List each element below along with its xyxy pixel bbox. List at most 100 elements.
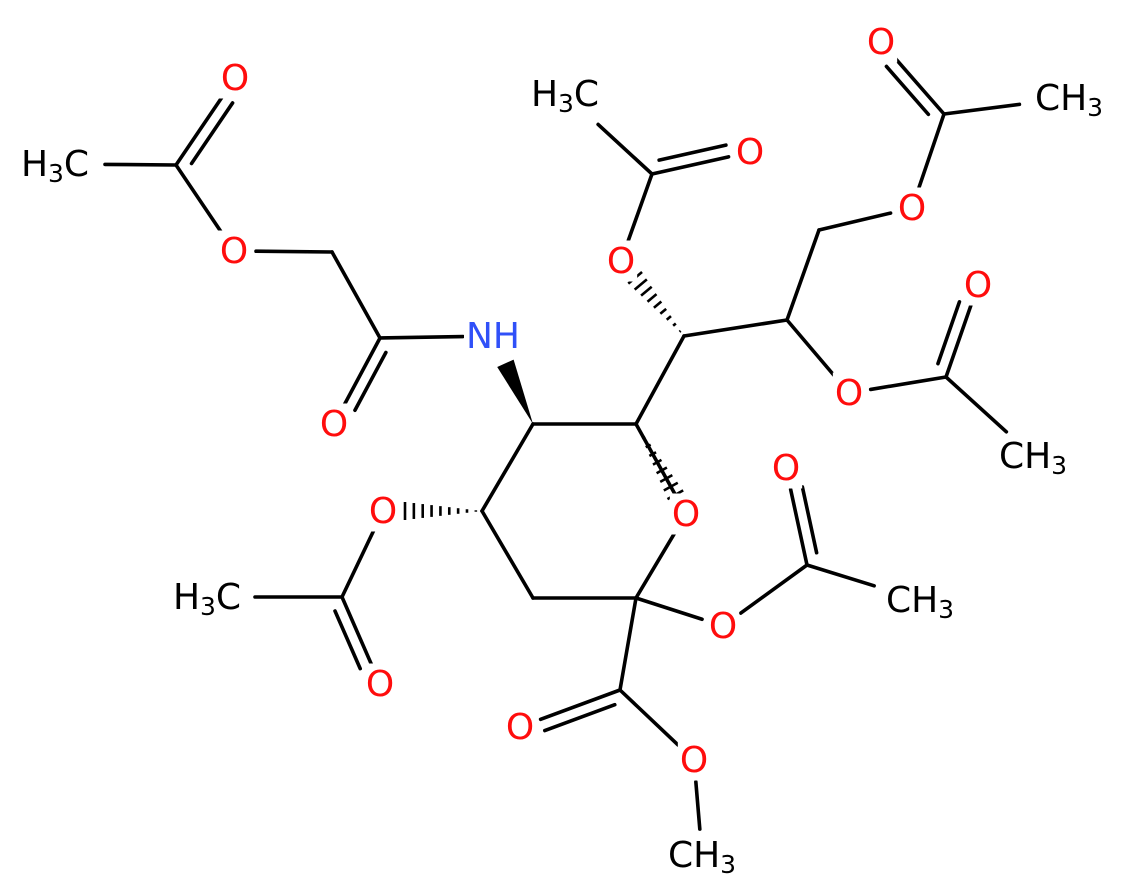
atom-symbol: CH <box>999 436 1051 477</box>
atom-symbol: O <box>736 132 764 173</box>
double-bond-line <box>174 94 225 167</box>
atom-label-nh-amide: NH <box>466 316 520 357</box>
hash-stroke <box>659 307 668 315</box>
atom-label-o-ac1-ester: O <box>220 231 248 272</box>
single-bond <box>942 102 1022 116</box>
single-bond <box>103 162 178 167</box>
atom-label-o-amide: O <box>320 404 348 445</box>
label-background <box>366 490 400 532</box>
double-bond-line <box>189 101 235 166</box>
single-bond <box>618 596 638 692</box>
atom-label-o-ester-carbonyl: O <box>506 707 534 748</box>
atom-symbol: H <box>173 577 200 618</box>
hash-stroke <box>645 443 652 449</box>
atom-label-ch3-methyl: CH3 <box>668 835 736 879</box>
hash-stroke <box>665 315 672 321</box>
atom-subscript: 3 <box>558 89 574 118</box>
single-bond <box>626 172 654 243</box>
atom-symbol-tail: C <box>216 577 241 618</box>
hash-stroke <box>663 481 679 492</box>
label-background <box>217 230 251 272</box>
double-bond-line <box>884 64 931 117</box>
double-bond-line <box>538 688 622 722</box>
label-background <box>669 493 703 535</box>
label-background <box>665 834 739 879</box>
label-background <box>733 131 767 173</box>
atom-symbol: O <box>607 241 635 282</box>
double-bond-line <box>944 303 973 379</box>
atom-symbol: NH <box>466 316 520 357</box>
label-background <box>503 706 537 748</box>
label-background <box>604 240 638 282</box>
single-bond <box>868 375 948 392</box>
hash-stroke <box>672 322 677 327</box>
single-bond <box>378 334 465 340</box>
atom-label-o-ac1-carbonyl: O <box>221 58 249 99</box>
atom-label-o-ac2-carbonyl: O <box>736 132 764 173</box>
atom-symbol: CH <box>886 580 938 621</box>
atom-symbol: O <box>898 188 926 229</box>
single-bond <box>618 688 680 747</box>
hash-stroke <box>637 428 641 432</box>
hash-stroke <box>646 293 658 303</box>
double-bond-line <box>650 155 731 176</box>
atom-subscript: 3 <box>1087 93 1103 122</box>
atom-label-ch3-ac3: CH3 <box>1035 78 1103 122</box>
label-background <box>895 187 929 229</box>
label-background <box>218 57 252 99</box>
hashed-wedge-bond <box>637 428 684 501</box>
atom-symbol-tail: C <box>64 144 89 185</box>
single-bond <box>634 422 678 497</box>
single-bond <box>634 531 677 600</box>
hash-stroke <box>678 329 682 333</box>
double-bond-line <box>340 595 373 666</box>
atom-label-o-ac5-ester: O <box>369 491 397 532</box>
hashed-wedge-bond <box>403 502 478 520</box>
single-bond <box>805 563 876 588</box>
atom-symbol: O <box>964 265 992 306</box>
double-bond-line <box>542 702 617 733</box>
hash-stroke <box>641 435 646 440</box>
single-bond <box>785 318 837 379</box>
bond-layer <box>103 56 1022 831</box>
label-background <box>677 739 711 781</box>
atom-label-o-ac4-ester: O <box>835 373 863 414</box>
atom-symbol: O <box>835 373 863 414</box>
hash-stroke <box>648 451 657 458</box>
single-bond <box>634 334 686 426</box>
atom-symbol: O <box>506 707 534 748</box>
atom-subscript: 3 <box>938 595 954 624</box>
atom-label-ch3-ac4: CH3 <box>999 436 1067 480</box>
double-bond-line <box>893 56 946 116</box>
atom-symbol: O <box>680 740 708 781</box>
atom-symbol: O <box>320 404 348 445</box>
label-background <box>961 264 995 306</box>
single-bond <box>174 163 224 235</box>
atom-symbol: O <box>220 231 248 272</box>
wedge-bond <box>497 359 533 424</box>
single-bond <box>330 250 382 340</box>
atom-label-ch3-ac1: H3C <box>21 144 89 188</box>
hash-stroke <box>640 285 653 297</box>
hash-stroke <box>652 458 663 466</box>
label-background <box>18 143 92 188</box>
hashed-wedge-bond <box>627 271 682 333</box>
single-bond <box>340 529 376 599</box>
atom-label-o-ac3-ester: O <box>898 188 926 229</box>
single-bond <box>694 780 702 831</box>
single-bond <box>917 112 946 189</box>
double-bond-line <box>800 485 819 555</box>
single-bond <box>480 422 535 513</box>
single-bond <box>480 509 535 600</box>
label-background <box>996 435 1070 480</box>
atom-subscript: 3 <box>720 850 736 879</box>
atom-symbol: H <box>21 144 48 185</box>
double-bond-line <box>936 300 962 366</box>
single-bond <box>785 228 821 322</box>
label-background <box>832 372 866 414</box>
atom-symbol-tail: C <box>574 74 599 115</box>
atom-label-o-ester-methoxy: O <box>680 740 708 781</box>
atom-symbol: CH <box>668 835 720 876</box>
atom-label-o-ac2-ester: O <box>607 241 635 282</box>
